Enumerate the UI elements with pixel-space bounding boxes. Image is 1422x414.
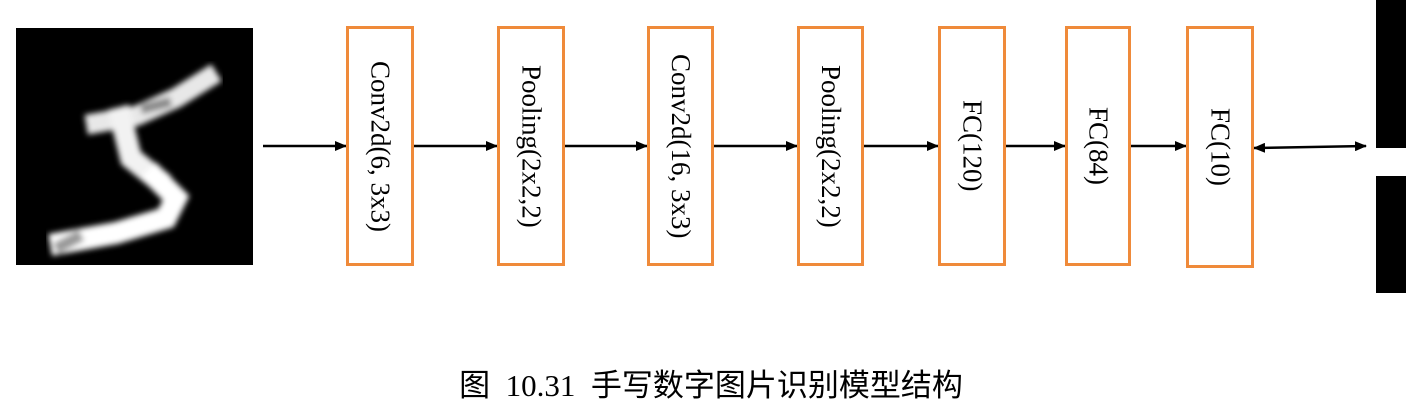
figure-caption: 图 10.31 手写数字图片识别模型结构: [0, 360, 1422, 405]
layer-box-conv2d-1: Conv2d(6, 3x3): [346, 26, 414, 266]
layer-box-fc-10: FC(10): [1186, 26, 1254, 268]
layer-box-fc-120: FC(120): [938, 26, 1006, 266]
arrow-fc10-to-output: [1253, 141, 1367, 153]
input-digit-image: [16, 28, 253, 265]
layer-label: Pooling(2x2,2): [816, 64, 846, 228]
layer-label: FC(84): [1083, 106, 1114, 185]
output-active-cell: [1376, 148, 1406, 176]
layer-label: FC(10): [1205, 107, 1236, 186]
layer-label: Conv2d(16, 3x3): [666, 53, 696, 239]
layer-label: Pooling(2x2,2): [516, 64, 547, 228]
layer-box-conv2d-2: Conv2d(16, 3x3): [647, 26, 714, 266]
layer-box-pooling-1: Pooling(2x2,2): [497, 26, 565, 266]
handwritten-digit-5-image: [48, 64, 222, 256]
figure-title: 手写数字图片识别模型结构: [590, 368, 963, 403]
layer-box-fc-84: FC(84): [1065, 26, 1131, 266]
layer-label: FC(120): [957, 100, 988, 192]
layer-label: Conv2d(6, 3x3): [365, 60, 396, 232]
layer-box-pooling-2: Pooling(2x2,2): [797, 26, 864, 266]
output-vector-bar: [1376, 0, 1406, 293]
figure-number: 图 10.31: [459, 368, 576, 403]
